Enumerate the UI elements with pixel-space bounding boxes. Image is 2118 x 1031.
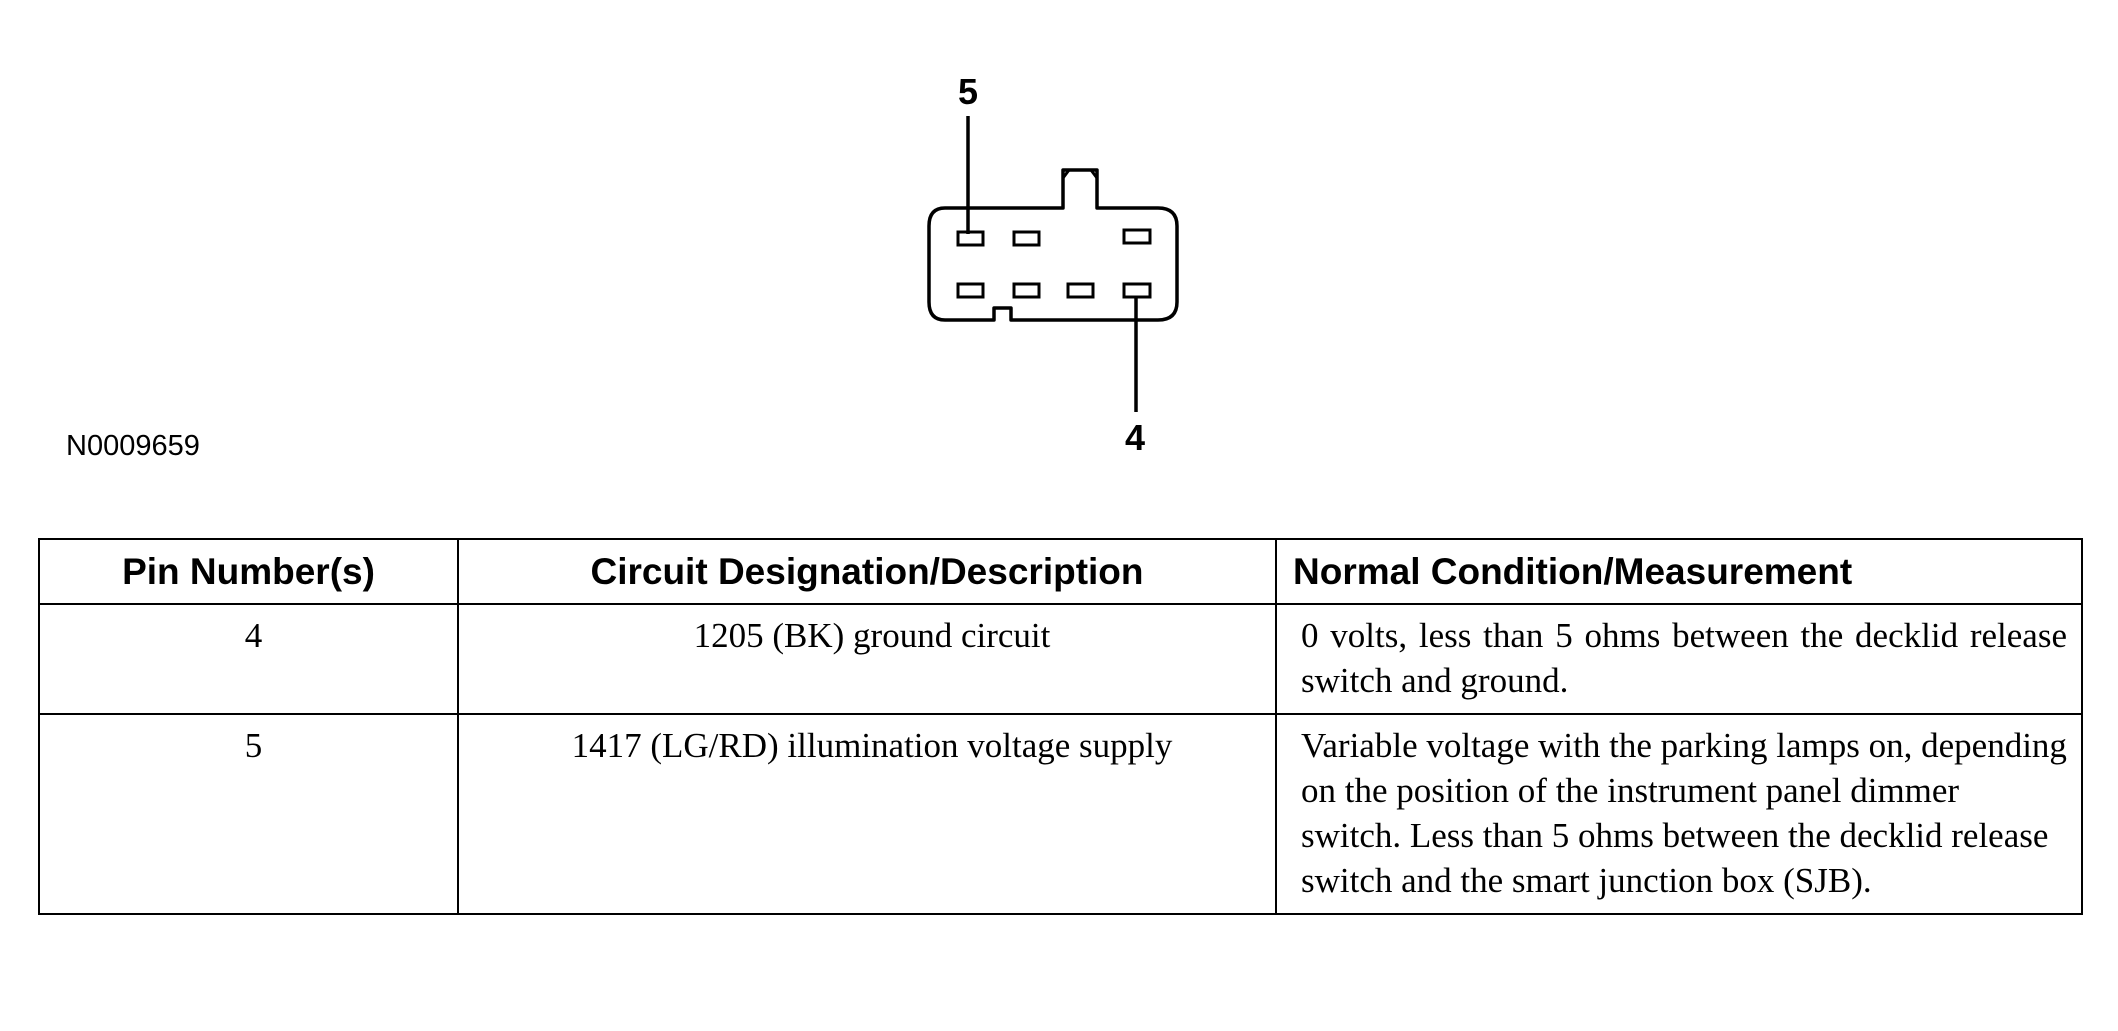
pin-label-4: 4: [1125, 417, 1146, 458]
cell-pin: 5: [38, 713, 459, 915]
table-row: 5 1417 (LG/RD) illumination voltage supp…: [38, 713, 2083, 915]
table-header-row: Pin Number(s) Circuit Designation/Descri…: [38, 538, 2083, 605]
terminal-cavity: [1122, 282, 1152, 299]
cell-condition: 0 volts, less than 5 ohms between the de…: [1275, 603, 2083, 715]
cell-circuit: 1205 (BK) ground circuit: [457, 603, 1277, 715]
terminal-cavity: [1012, 282, 1041, 299]
pin-table: Pin Number(s) Circuit Designation/Descri…: [38, 538, 2083, 915]
cell-pin: 4: [38, 603, 459, 715]
header-circuit: Circuit Designation/Description: [457, 538, 1277, 605]
terminal-cavity: [1066, 282, 1095, 299]
terminal-cavity: [1122, 228, 1152, 245]
pin-label-5: 5: [958, 71, 979, 112]
terminal-cavity: [956, 230, 985, 247]
header-pin-number: Pin Number(s): [38, 538, 459, 605]
terminal-cavity: [1012, 230, 1041, 247]
connector-diagram: [927, 116, 1179, 412]
cell-circuit: 1417 (LG/RD) illumination voltage supply: [457, 713, 1277, 915]
figure-id: N0009659: [66, 430, 200, 462]
connector-body: [927, 168, 1179, 322]
header-condition: Normal Condition/Measurement: [1275, 538, 2083, 605]
table-row: 4 1205 (BK) ground circuit 0 volts, less…: [38, 603, 2083, 715]
terminal-cavity: [956, 282, 985, 299]
latch-tab: [1061, 168, 1099, 179]
cell-condition: Variable voltage with the parking lamps …: [1275, 713, 2083, 915]
